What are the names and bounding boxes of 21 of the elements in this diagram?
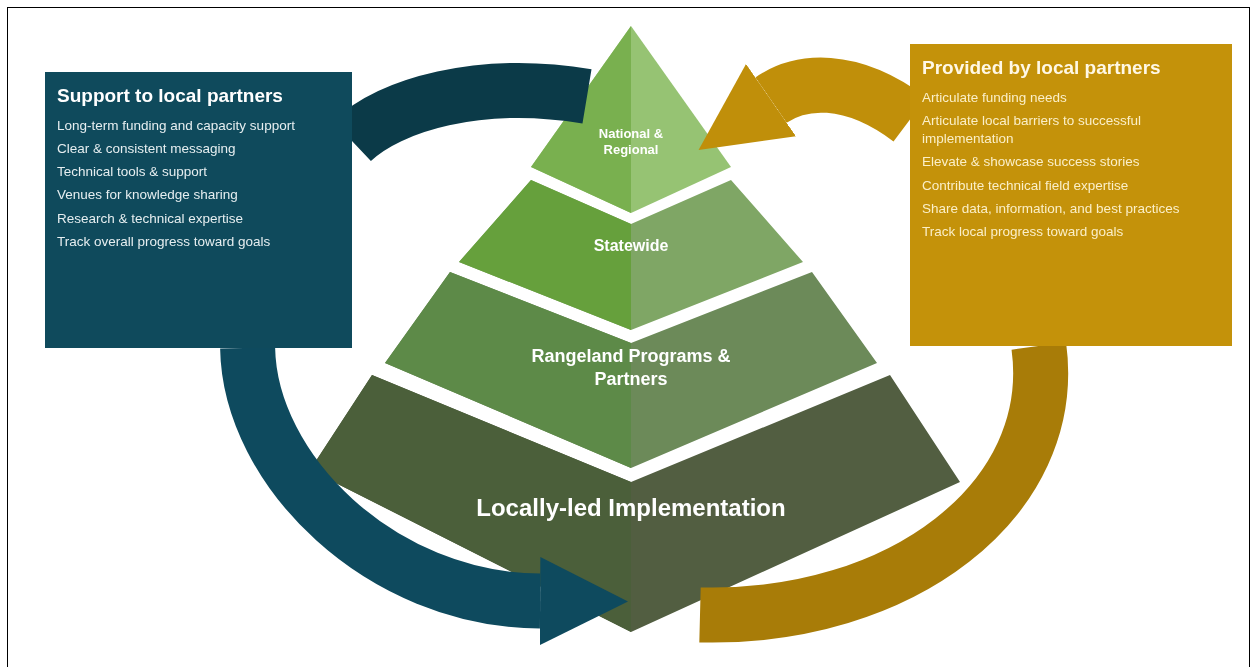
tier-label: Locally-led Implementation [475,493,787,523]
list-item: Contribute technical field expertise [922,176,1130,195]
tier-label: National & Regional [597,126,665,159]
list-item: Track local progress toward goals [922,223,1125,242]
panel-heading: Support to local partners [57,84,284,108]
list-item: Long-term funding and capacity support [57,116,296,135]
tier-label: Rangeland Programs & Partners [530,345,732,390]
panel-heading: Provided by local partners [922,56,1162,80]
curved-arrow [220,345,628,645]
list-item: Clear & consistent messaging [57,139,237,158]
list-item: Track overall progress toward goals [57,232,272,251]
list-item: Share data, information, and best practices [922,199,1181,218]
list-item: Articulate funding needs [922,88,1068,107]
list-item: Research & technical expertise [57,209,245,228]
list-item: Articulate local barriers to successful implementation [922,111,1143,149]
text-panel [910,44,1232,346]
text-panel [45,72,352,348]
list-item: Elevate & showcase success stories [922,153,1141,172]
list-item: Venues for knowledge sharing [57,186,239,205]
list-item: Technical tools & support [57,163,209,182]
tier-label: Statewide [592,236,670,256]
